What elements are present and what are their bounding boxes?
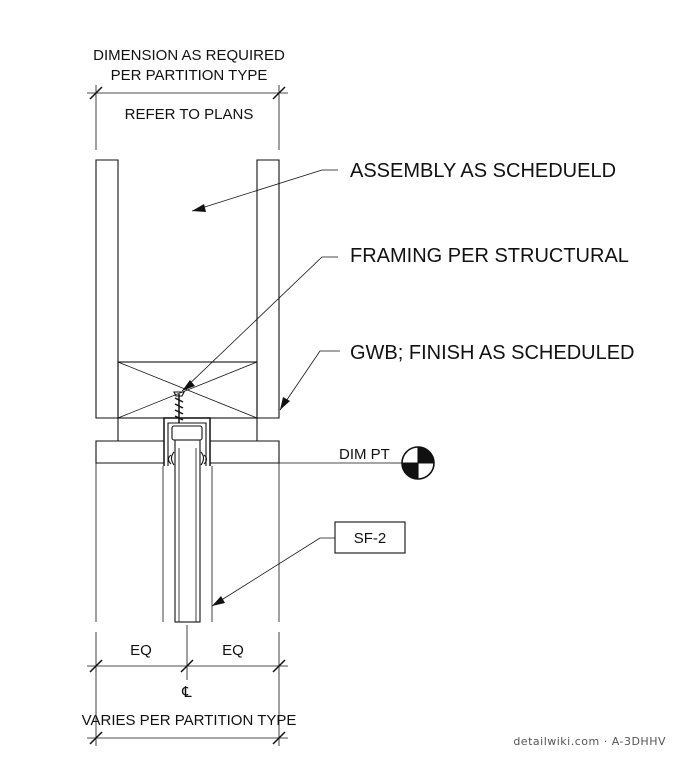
sf2-tag: SF-2	[334, 521, 406, 554]
storefront-head	[162, 391, 213, 623]
left-gasket	[167, 451, 175, 466]
sf2-tag-label: SF-2	[354, 530, 387, 547]
callout-notes: ASSEMBLY AS SCHEDUELD FRAMING PER STRUCT…	[350, 160, 635, 364]
eq-left-label: EQ	[130, 642, 152, 659]
eq-dimension: EQ EQ ℄	[87, 625, 288, 701]
leaders	[181, 169, 340, 607]
bottom-dimension: VARIES PER PARTITION TYPE	[82, 680, 297, 746]
gwb-left-vertical	[95, 159, 119, 419]
dimension-note-line2: PER PARTITION TYPE	[111, 67, 268, 84]
top-dimension: DIMENSION AS REQUIRED PER PARTITION TYPE…	[87, 47, 288, 150]
glazing-unit	[174, 439, 201, 623]
assembly-note: ASSEMBLY AS SCHEDUELD	[350, 160, 616, 182]
dim-point: DIM PT	[339, 446, 435, 480]
watermark: detailwiki.com · A-3DHHV	[513, 735, 666, 748]
right-gasket	[200, 451, 208, 466]
gwb-right-vertical	[256, 159, 280, 419]
dimension-note-line1: DIMENSION AS REQUIRED	[93, 47, 285, 64]
eq-right-label: EQ	[222, 642, 244, 659]
refer-to-plans-note: REFER TO PLANS	[125, 106, 254, 123]
wall-extension-lines	[95, 462, 390, 622]
screw-icon	[174, 394, 184, 423]
centerline-symbol: ℄	[181, 684, 192, 701]
gwb-note: GWB; FINISH AS SCHEDULED	[350, 342, 635, 364]
datum-target-icon	[401, 446, 435, 480]
framing-note: FRAMING PER STRUCTURAL	[350, 245, 629, 267]
varies-note: VARIES PER PARTITION TYPE	[82, 712, 297, 729]
dim-pt-label: DIM PT	[339, 446, 390, 463]
framing-member	[117, 361, 258, 419]
